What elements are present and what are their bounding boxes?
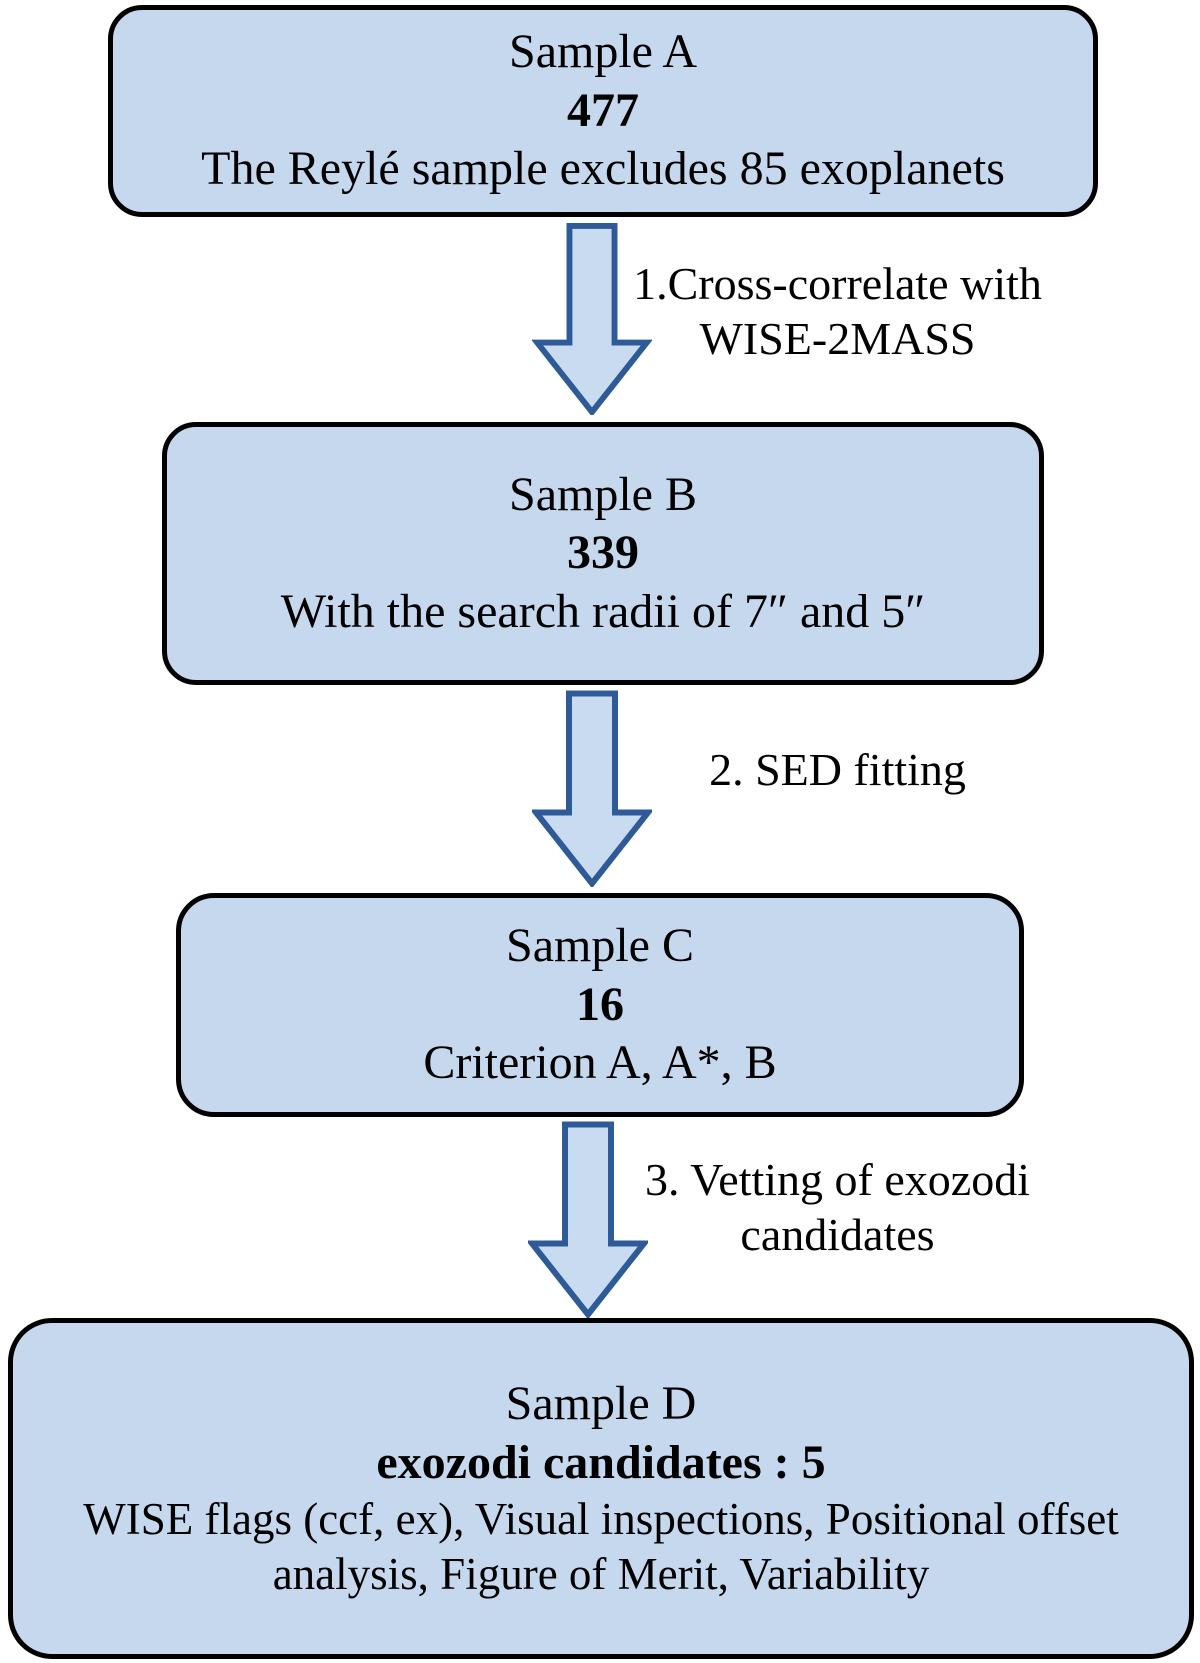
sample-c-count: 16 (576, 977, 624, 1031)
step-2-label: 2. SED fitting (600, 742, 1075, 797)
sample-d-count: exozodi candidates : 5 (376, 1435, 826, 1489)
sample-d-title: Sample D (505, 1377, 697, 1431)
step-3-label-line-2: candidates (740, 1209, 935, 1261)
step-1-label-line-1: 1.Cross-correlate with (633, 258, 1042, 309)
step-1-label-line-2: WISE-2MASS (699, 313, 976, 365)
sample-b-count: 339 (567, 526, 639, 580)
step-2-label-line-1: 2. SED fitting (709, 744, 966, 795)
sample-c-box: Sample C 16 Criterion A, A*, B (176, 893, 1024, 1117)
sample-c-description: Criterion A, A*, B (423, 1036, 777, 1090)
sample-a-box: Sample A 477 The Reylé sample excludes 8… (108, 5, 1098, 217)
down-arrow-icon (532, 690, 652, 887)
down-arrow-icon (528, 1121, 648, 1318)
step-3-label-line-1: 3. Vetting of exozodi (645, 1154, 1030, 1205)
sample-a-description: The Reylé sample excludes 85 exoplanets (201, 142, 1005, 196)
sample-a-title: Sample A (509, 25, 697, 79)
step-1-label: 1.Cross-correlate with WISE-2MASS (600, 256, 1075, 366)
sample-b-title: Sample B (509, 467, 697, 521)
down-arrow-icon (532, 223, 652, 415)
sample-d-box: Sample D exozodi candidates : 5 WISE fla… (8, 1318, 1194, 1659)
sample-c-title: Sample C (506, 919, 694, 973)
sample-a-count: 477 (567, 83, 639, 137)
step-3-label: 3. Vetting of exozodi candidates (600, 1152, 1075, 1262)
sample-b-description: With the search radii of 7″ and 5″ (280, 584, 926, 638)
sample-b-box: Sample B 339 With the search radii of 7″… (162, 422, 1044, 685)
sample-d-description: WISE flags (ccf, ex), Visual inspections… (83, 1494, 1119, 1600)
